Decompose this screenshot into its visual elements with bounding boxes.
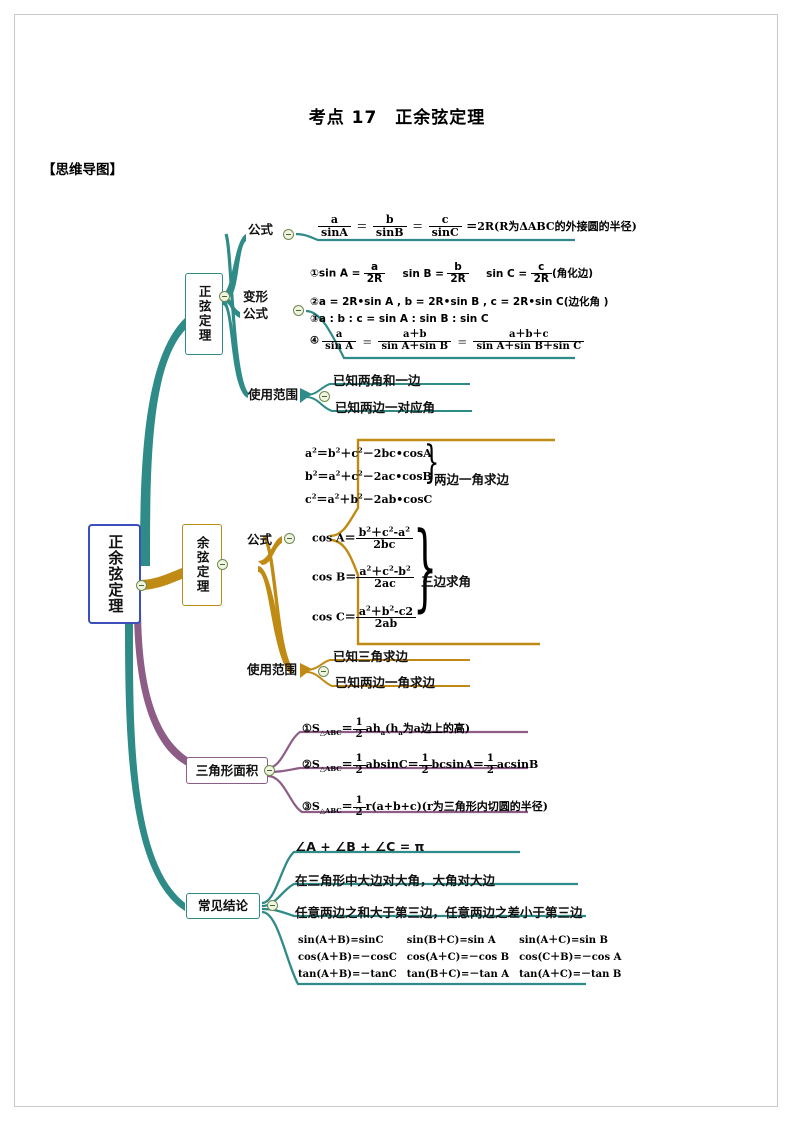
page-border — [14, 14, 778, 1107]
table-row: tan(A＋B)=－tanC tan(B＋C)=－tan A tan(A＋C)=… — [298, 964, 631, 981]
identity-cos-cb: cos(C＋B)=－cos A — [519, 952, 622, 963]
conclusion-item-2: 在三角形中大边对大角，大角对大边 — [295, 873, 496, 888]
cosine-angle-brace: } — [413, 512, 438, 622]
cosine-side-tag: 两边一角求边 — [434, 472, 510, 487]
node-cosine-theorem[interactable]: 余弦定理 — [182, 524, 222, 606]
identity-tan-ac: tan(A＋C)=－tan B — [519, 969, 622, 980]
cosine-scope-item-1[interactable]: 已知三角求边 — [333, 649, 409, 664]
conclusion-item-3: 任意两边之和大于第三边，任意两边之差小于第三边 — [295, 905, 583, 920]
sine-variant-2: ②a = 2R•sin A , b = 2R•sin B , c = 2R•si… — [310, 296, 609, 308]
identity-sin-ac: sin(A＋C)=sin B — [519, 935, 608, 946]
identity-sin-ab: sin(A＋B)=sinC — [298, 935, 384, 946]
identity-tan-bc: tan(B＋C)=－tan A — [406, 969, 510, 980]
mindmap-root-node[interactable]: 正余弦定理 — [88, 524, 141, 624]
identity-cos-ab: cos(A＋B)=－cosC — [298, 952, 397, 963]
sine-scope-item-2[interactable]: 已知两边一对应角 — [335, 400, 436, 415]
label-sine-variant-line1[interactable]: 变形 — [243, 289, 269, 304]
collapse-toggle-cosine-scope[interactable] — [318, 666, 329, 677]
collapse-toggle-sine[interactable] — [219, 291, 230, 302]
node-sine-theorem-label: 正弦定理 — [196, 285, 212, 343]
section-label: 【思维导图】 — [42, 162, 123, 178]
trig-identities-table: sin(A＋B)=sinC sin(B＋C)=sin A sin(A＋C)=si… — [298, 930, 631, 981]
collapse-toggle-conclusions[interactable] — [267, 900, 278, 911]
cosine-side-formula-2: b2＝a2＋c2－2ac•cosB — [305, 469, 432, 483]
node-cosine-theorem-label: 余弦定理 — [194, 536, 210, 594]
collapse-toggle-root[interactable] — [136, 580, 147, 591]
cosine-side-formula-1: a2＝b2＋c2－2bc•cosA — [305, 446, 432, 460]
cosine-side-brace: } — [424, 437, 440, 488]
node-sine-theorem[interactable]: 正弦定理 — [185, 273, 223, 355]
identity-cos-ac: cos(A＋C)=－cos B — [406, 952, 510, 963]
collapse-toggle-sine-variant[interactable] — [293, 305, 304, 316]
collapse-toggle-area[interactable] — [264, 765, 275, 776]
identity-sin-bc: sin(B＋C)=sin A — [406, 935, 496, 946]
collapse-toggle-cosine[interactable] — [217, 559, 228, 570]
conclusion-item-1: ∠A + ∠B + ∠C = π — [295, 839, 425, 854]
node-common-conclusions[interactable]: 常见结论 — [186, 893, 260, 919]
node-common-conclusions-label: 常见结论 — [197, 898, 248, 914]
node-triangle-area[interactable]: 三角形面积 — [186, 757, 268, 784]
collapse-toggle-sine-scope[interactable] — [319, 391, 330, 402]
sine-variant-3: ③a : b : c = sin A : sin B : sin C — [310, 313, 489, 325]
sine-scope-item-1[interactable]: 已知两角和一边 — [333, 373, 421, 388]
collapse-toggle-cosine-formula[interactable] — [284, 533, 295, 544]
label-sine-formula[interactable]: 公式 — [248, 222, 274, 237]
table-row: cos(A＋B)=－cosC cos(A＋C)=－cos B cos(C＋B)=… — [298, 947, 631, 964]
collapse-toggle-sine-formula[interactable] — [283, 229, 294, 240]
identity-tan-ab: tan(A＋B)=－tanC — [298, 969, 397, 980]
page-title: 考点 17 正余弦定理 — [308, 108, 486, 128]
label-cosine-formula[interactable]: 公式 — [247, 532, 273, 547]
label-sine-scope[interactable]: 使用范围 — [248, 387, 299, 402]
node-triangle-area-label: 三角形面积 — [195, 762, 259, 778]
cosine-scope-item-2[interactable]: 已知两边一角求边 — [335, 675, 436, 690]
label-cosine-scope[interactable]: 使用范围 — [247, 662, 298, 677]
cosine-angle-tag: 三边求角 — [421, 574, 472, 589]
root-label: 正余弦定理 — [106, 534, 125, 614]
table-row: sin(A＋B)=sinC sin(B＋C)=sin A sin(A＋C)=si… — [298, 930, 631, 947]
cosine-side-formula-3: c2＝a2＋b2－2ab•cosC — [305, 492, 433, 506]
label-sine-variant-line2[interactable]: 公式 — [243, 306, 269, 321]
